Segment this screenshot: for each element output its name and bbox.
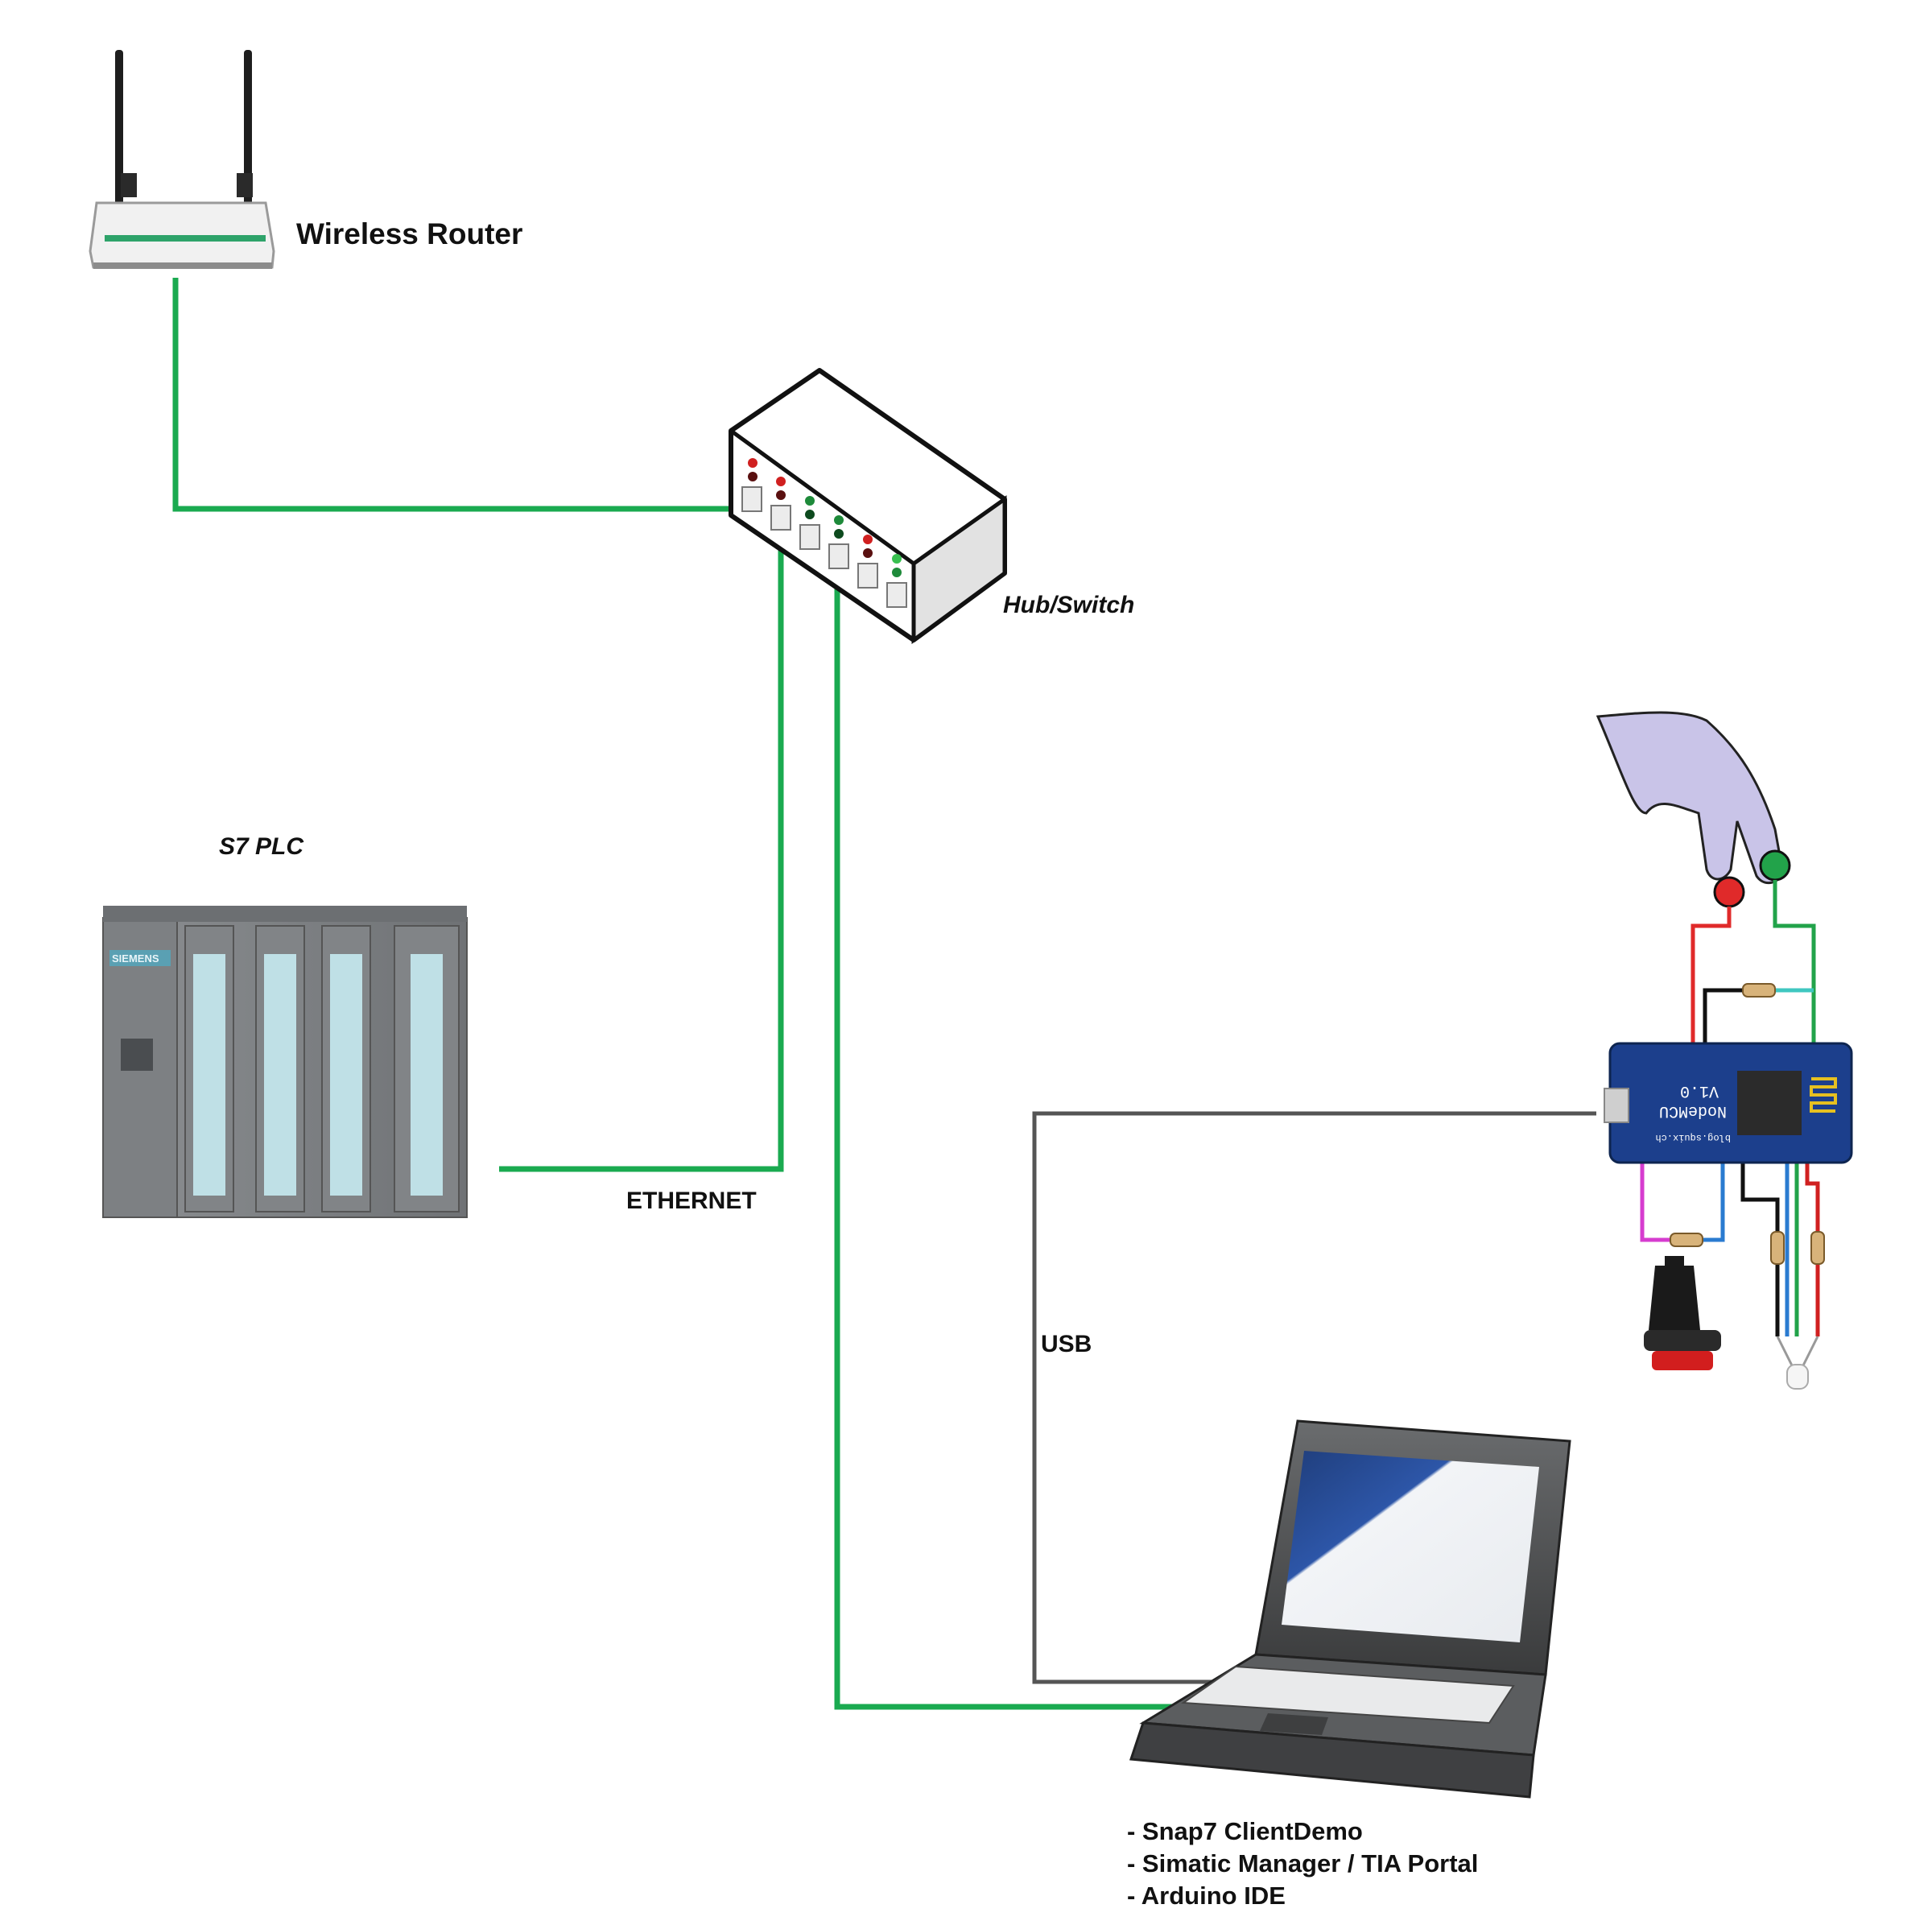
laptop-icon bbox=[1129, 1419, 1571, 1799]
nodemcu-board-icon: V1.0 NodeMCU blog.squix.ch bbox=[1604, 1042, 1853, 1164]
board-name-label: NodeMCU bbox=[1659, 1101, 1727, 1120]
laptop-screen bbox=[1282, 1451, 1539, 1642]
router-to-switch-cable bbox=[172, 278, 731, 512]
switch-ports bbox=[741, 486, 907, 608]
ethernet-label: ETHERNET bbox=[626, 1188, 757, 1214]
software-item: - Snap7 ClientDemo bbox=[1127, 1817, 1363, 1845]
board-site-label: blog.squix.ch bbox=[1655, 1132, 1731, 1143]
plc-brand-label: SIEMENS bbox=[112, 952, 159, 965]
green-button-icon bbox=[1759, 849, 1791, 882]
board-version-label: V1.0 bbox=[1680, 1081, 1719, 1100]
hub-switch-icon bbox=[729, 368, 1007, 644]
wireless-router-label: Wireless Router bbox=[296, 217, 523, 250]
plc-to-switch-cable bbox=[499, 525, 784, 1172]
rgb-led-icon bbox=[1776, 1336, 1819, 1390]
laptop-to-switch-cable bbox=[834, 588, 1183, 1710]
switch-leds bbox=[748, 458, 902, 577]
usb-label: USB bbox=[1041, 1331, 1092, 1357]
usb-cable bbox=[1032, 1111, 1596, 1684]
push-button-icon bbox=[1644, 1256, 1721, 1370]
hub-switch-label: Hub/Switch bbox=[1003, 592, 1135, 618]
red-button-icon bbox=[1713, 876, 1745, 908]
software-item: - Arduino IDE bbox=[1127, 1882, 1286, 1910]
board-wiring bbox=[1640, 880, 1825, 1336]
software-item: - Simatic Manager / TIA Portal bbox=[1127, 1849, 1479, 1877]
s7-plc-label: S7 PLC bbox=[219, 833, 304, 860]
laptop-software-list: - Snap7 ClientDemo - Simatic Manager / T… bbox=[1127, 1816, 1478, 1912]
wireless-router-icon bbox=[89, 50, 275, 269]
finger-pressing-buttons-icon bbox=[1596, 711, 1791, 908]
s7-plc-icon: SIEMENS bbox=[102, 906, 468, 1218]
